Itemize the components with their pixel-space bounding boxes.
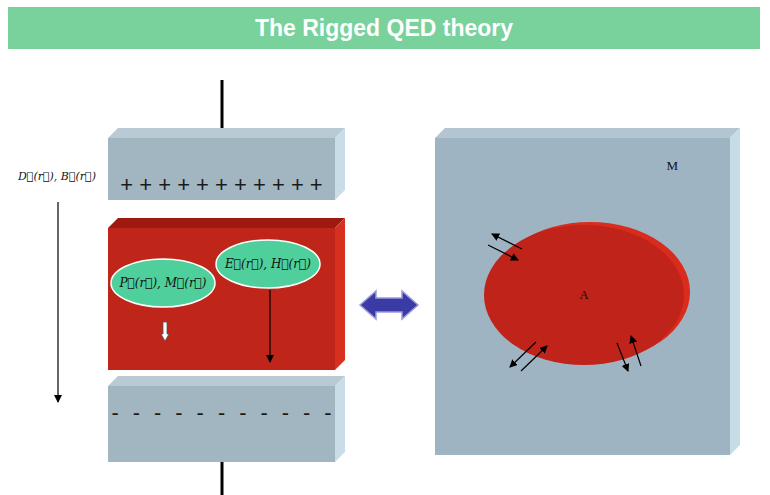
plate-charge-node: + + + + + + + + + + + [108,170,335,200]
field-arrow [269,290,270,362]
field-ellipse [111,259,215,307]
plate-charge: + + + + + + + + + + + [120,172,322,198]
top-plate [108,128,345,200]
region-label-node: A [484,225,684,365]
wire [221,462,224,495]
field-label: D⃗(r⃗), B⃗(r⃗) [18,170,96,183]
region-ellipse [484,222,690,365]
wire [221,80,224,132]
medium-label-node: MA [435,138,730,455]
field-arrow [57,202,58,402]
equivalence-arrow [360,291,418,319]
plate-charge: - - - - - - - - - - - [112,400,332,426]
dielectric-slab [108,218,345,370]
medium-panel [435,128,740,455]
plate-charge-node: - - - - - - - - - - - [108,398,335,428]
field-ellipse-label: P⃗(r⃗), M⃗(r⃗) [120,276,207,290]
exchange-arrows [488,234,641,371]
region-label: A [579,287,588,303]
title-text: The Rigged QED theory [255,15,513,42]
field-ellipse [216,240,320,288]
bottom-plate [108,376,345,462]
title-bar: The Rigged QED theory [8,7,760,49]
field-ellipse-label-node: P⃗(r⃗), M⃗(r⃗) [113,261,213,305]
field-ellipse-label: E⃗(r⃗), H⃗(r⃗) [225,257,311,271]
field-ellipse-label-node: E⃗(r⃗), H⃗(r⃗) [218,242,318,286]
polarization-arrow [161,322,169,341]
medium-label: M [666,158,678,174]
